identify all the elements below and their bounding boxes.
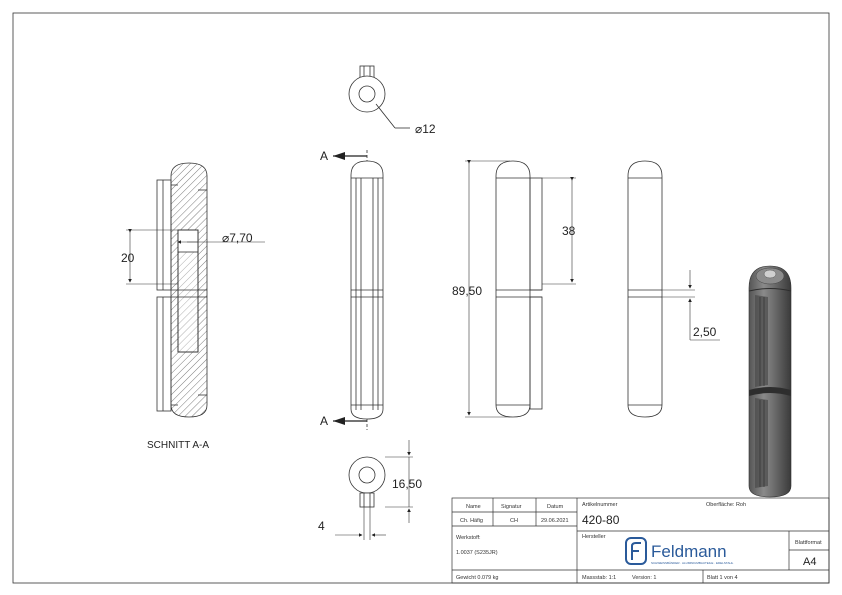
lug-width-dim: 4 bbox=[318, 519, 325, 533]
date-header: Datum bbox=[547, 504, 564, 510]
name-value: Ch. Häfig bbox=[460, 518, 483, 524]
weight-value: Gewicht 0.079 kg bbox=[456, 575, 499, 581]
sheet-value: Blatt 1 von 4 bbox=[707, 575, 738, 581]
svg-text:A: A bbox=[320, 414, 328, 428]
bottom-end-view bbox=[348, 456, 386, 508]
signature-value: CH bbox=[510, 518, 518, 524]
side-view bbox=[495, 160, 543, 418]
title-block bbox=[451, 497, 830, 584]
bottom-height-dim: 16,50 bbox=[392, 477, 422, 491]
pin-3d-render bbox=[748, 265, 792, 498]
material-value: 1.0037 (S235JR) bbox=[456, 550, 498, 556]
scale-value: Massstab: 1:1 bbox=[582, 575, 616, 581]
gap-dim: 2,50 bbox=[693, 325, 717, 339]
section-height-dim: 20 bbox=[121, 251, 135, 265]
pin-diameter-dim: ⌀12 bbox=[415, 122, 436, 136]
total-length-dim: 89,50 bbox=[452, 284, 482, 298]
signature-header: Signatur bbox=[501, 504, 522, 510]
side-dims bbox=[465, 160, 576, 418]
sheet-format-value: A4 bbox=[803, 556, 816, 568]
section-view bbox=[156, 162, 208, 418]
top-end-view bbox=[348, 65, 410, 129]
brand-name: Feldmann bbox=[651, 542, 727, 561]
surface-label: Oberfläche: Roh bbox=[706, 502, 746, 508]
section-marker-bottom: A bbox=[320, 414, 367, 428]
section-label: SCHNITT A-A bbox=[147, 440, 209, 451]
name-header: Name bbox=[466, 504, 481, 510]
section-dims bbox=[126, 229, 265, 285]
upper-length-dim: 38 bbox=[562, 224, 576, 238]
material-header: Werkstoff: bbox=[456, 535, 481, 541]
sheet-border bbox=[12, 12, 830, 584]
section-marker-top: A bbox=[320, 149, 367, 163]
article-number: 420-80 bbox=[582, 513, 620, 527]
feldmann-logo: Feldmann SCHWEISSBÄNDER · ALUMINIUMBAUTE… bbox=[625, 537, 734, 565]
brand-tagline: SCHWEISSBÄNDER · ALUMINIUMBAUTEILE · EDE… bbox=[651, 561, 734, 565]
date-value: 29.06.2021 bbox=[541, 518, 569, 524]
front-view bbox=[350, 150, 384, 430]
article-header: Artikelnummer bbox=[582, 502, 618, 508]
version-value: Version: 1 bbox=[632, 575, 656, 581]
hole-diameter-dim: ⌀7,70 bbox=[222, 231, 253, 245]
bottom-dims bbox=[335, 440, 413, 540]
pin-view bbox=[627, 160, 663, 418]
sheet-format-header: Blattformat bbox=[795, 540, 822, 546]
gap-dims bbox=[662, 270, 720, 341]
svg-text:A: A bbox=[320, 149, 328, 163]
manufacturer-header: Hersteller bbox=[582, 534, 606, 540]
